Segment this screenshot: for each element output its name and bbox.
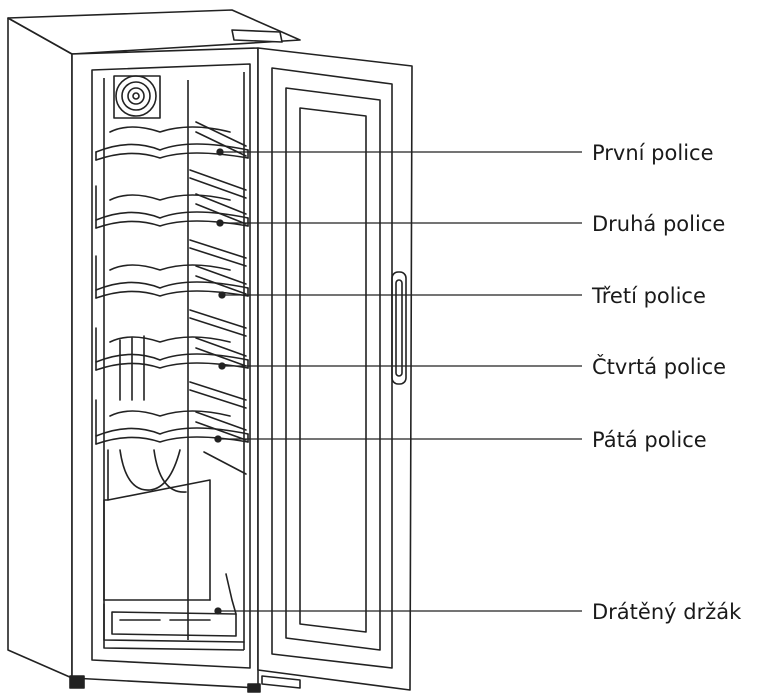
wire-holder-drawing [103,573,245,643]
leader-dot-shelf-3 [218,291,226,299]
leader-dot-shelf-5 [214,435,222,443]
door-glass [285,87,381,651]
label-shelf-3: Třetí police [591,284,706,308]
door-frame-inner [271,67,393,669]
labels: První police Druhá police Třetí police Č… [591,141,742,624]
cabinet-side-panel [7,17,73,679]
label-shelf-5: Pátá police [592,428,707,452]
leader-dot-wire-holder [214,607,222,615]
cabinet-foot-right [247,683,261,693]
door-hinge-bottom [261,675,301,689]
fan-icon [113,75,161,119]
shelf-3-drawing [95,255,249,337]
shelves [95,121,249,643]
label-shelf-4: Čtvrtá police [592,354,726,379]
leader-dot-shelf-4 [218,362,226,370]
door [231,29,413,691]
label-shelf-2: Druhá police [592,212,725,236]
shelf-4-drawing [95,327,249,409]
cabinet-top-panel [7,9,301,55]
leader-lines [214,148,582,615]
cabinet-foot-left [69,675,85,689]
bottom-compartment [103,449,211,601]
leader-dot-shelf-2 [216,219,224,227]
door-hinge-top [231,29,283,43]
shelf-5-drawing [95,399,249,475]
cabinet [7,9,301,693]
door-outer [257,47,413,691]
door-handle [391,271,407,385]
label-shelf-1: První police [592,141,714,165]
label-wire-holder: Drátěný držák [592,600,742,624]
leader-dot-shelf-1 [216,148,224,156]
